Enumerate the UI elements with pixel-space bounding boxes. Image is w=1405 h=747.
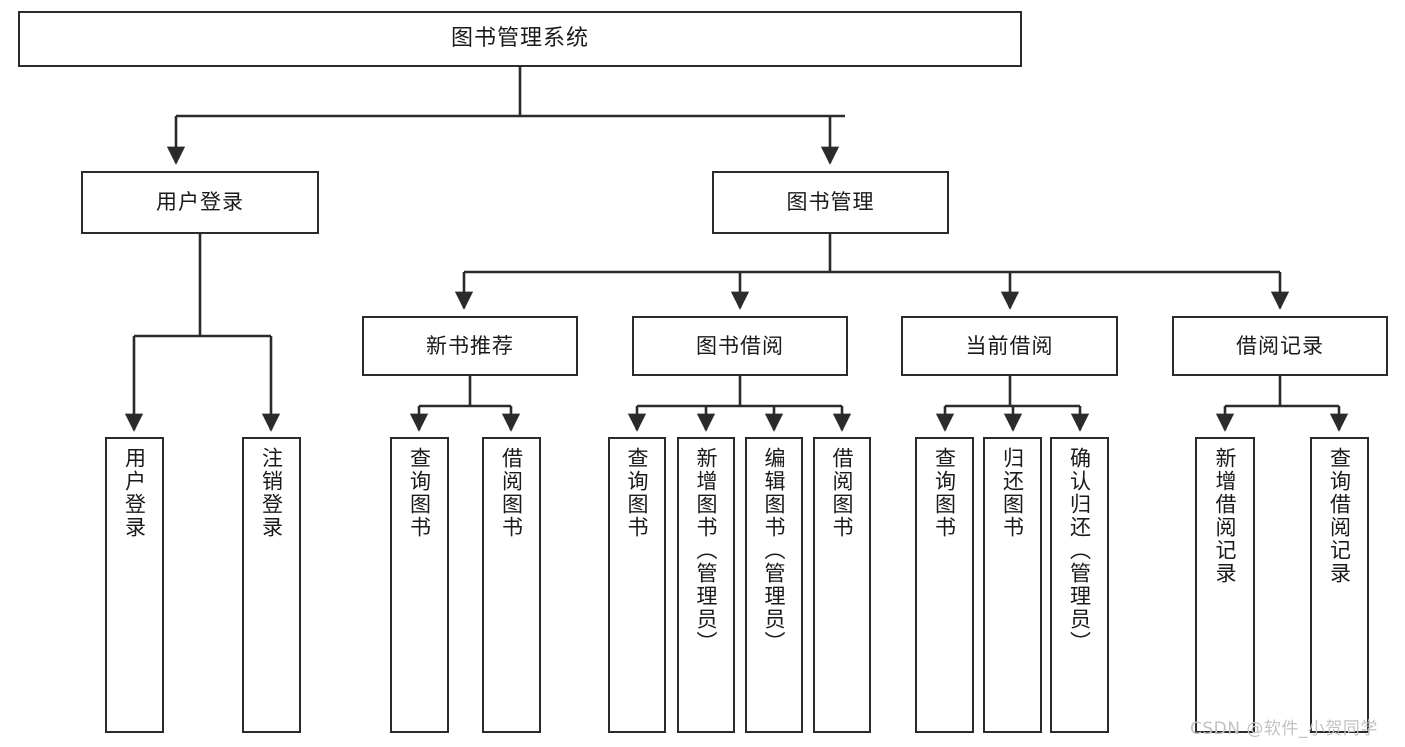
node-label: 借阅图书 [499,447,524,539]
node-user-login[interactable]: 用户登录 [81,171,319,234]
leaf-query-book-borrow[interactable]: 查询图书 [608,437,666,733]
node-label: 图书管理系统 [450,26,589,52]
node-label: 查询借阅记录 [1327,447,1352,585]
leaf-query-book-current[interactable]: 查询图书 [915,437,974,733]
node-label: 新增借阅记录 [1213,447,1238,585]
leaf-add-book-admin[interactable]: 新增图书（管理员） [677,437,735,733]
node-borrow-record[interactable]: 借阅记录 [1172,316,1388,376]
node-book-borrow[interactable]: 图书借阅 [632,316,848,376]
node-label: 查询图书 [625,447,650,539]
node-label: 借阅记录 [1236,333,1324,358]
leaf-logout[interactable]: 注销登录 [242,437,301,733]
leaf-borrow-book[interactable]: 借阅图书 [813,437,871,733]
node-label: 新增图书（管理员） [694,447,719,654]
node-label: 归还图书 [1000,447,1025,539]
leaf-user-login[interactable]: 用户登录 [105,437,164,733]
node-label: 查询图书 [407,447,432,539]
leaf-borrow-book-recommend[interactable]: 借阅图书 [482,437,541,733]
node-label: 确认归还（管理员） [1067,447,1092,654]
leaf-edit-book-admin[interactable]: 编辑图书（管理员） [745,437,803,733]
leaf-query-book-recommend[interactable]: 查询图书 [390,437,449,733]
node-label: 注销登录 [259,447,284,539]
node-label: 借阅图书 [830,447,855,539]
node-root-book-management-system[interactable]: 图书管理系统 [18,11,1022,67]
node-current-borrow[interactable]: 当前借阅 [901,316,1118,376]
node-label: 新书推荐 [426,333,514,358]
node-label: 查询图书 [932,447,957,539]
leaf-add-borrow-record[interactable]: 新增借阅记录 [1195,437,1255,733]
node-book-management[interactable]: 图书管理 [712,171,949,234]
node-new-book-recommend[interactable]: 新书推荐 [362,316,578,376]
node-label: 用户登录 [156,190,244,215]
leaf-return-book[interactable]: 归还图书 [983,437,1042,733]
node-label: 当前借阅 [965,333,1054,358]
node-label: 编辑图书（管理员） [762,447,787,654]
node-label: 图书借阅 [696,333,784,358]
node-label: 图书管理 [786,190,875,215]
leaf-confirm-return-admin[interactable]: 确认归还（管理员） [1050,437,1109,733]
leaf-query-borrow-record[interactable]: 查询借阅记录 [1310,437,1369,733]
node-label: 用户登录 [122,447,147,539]
